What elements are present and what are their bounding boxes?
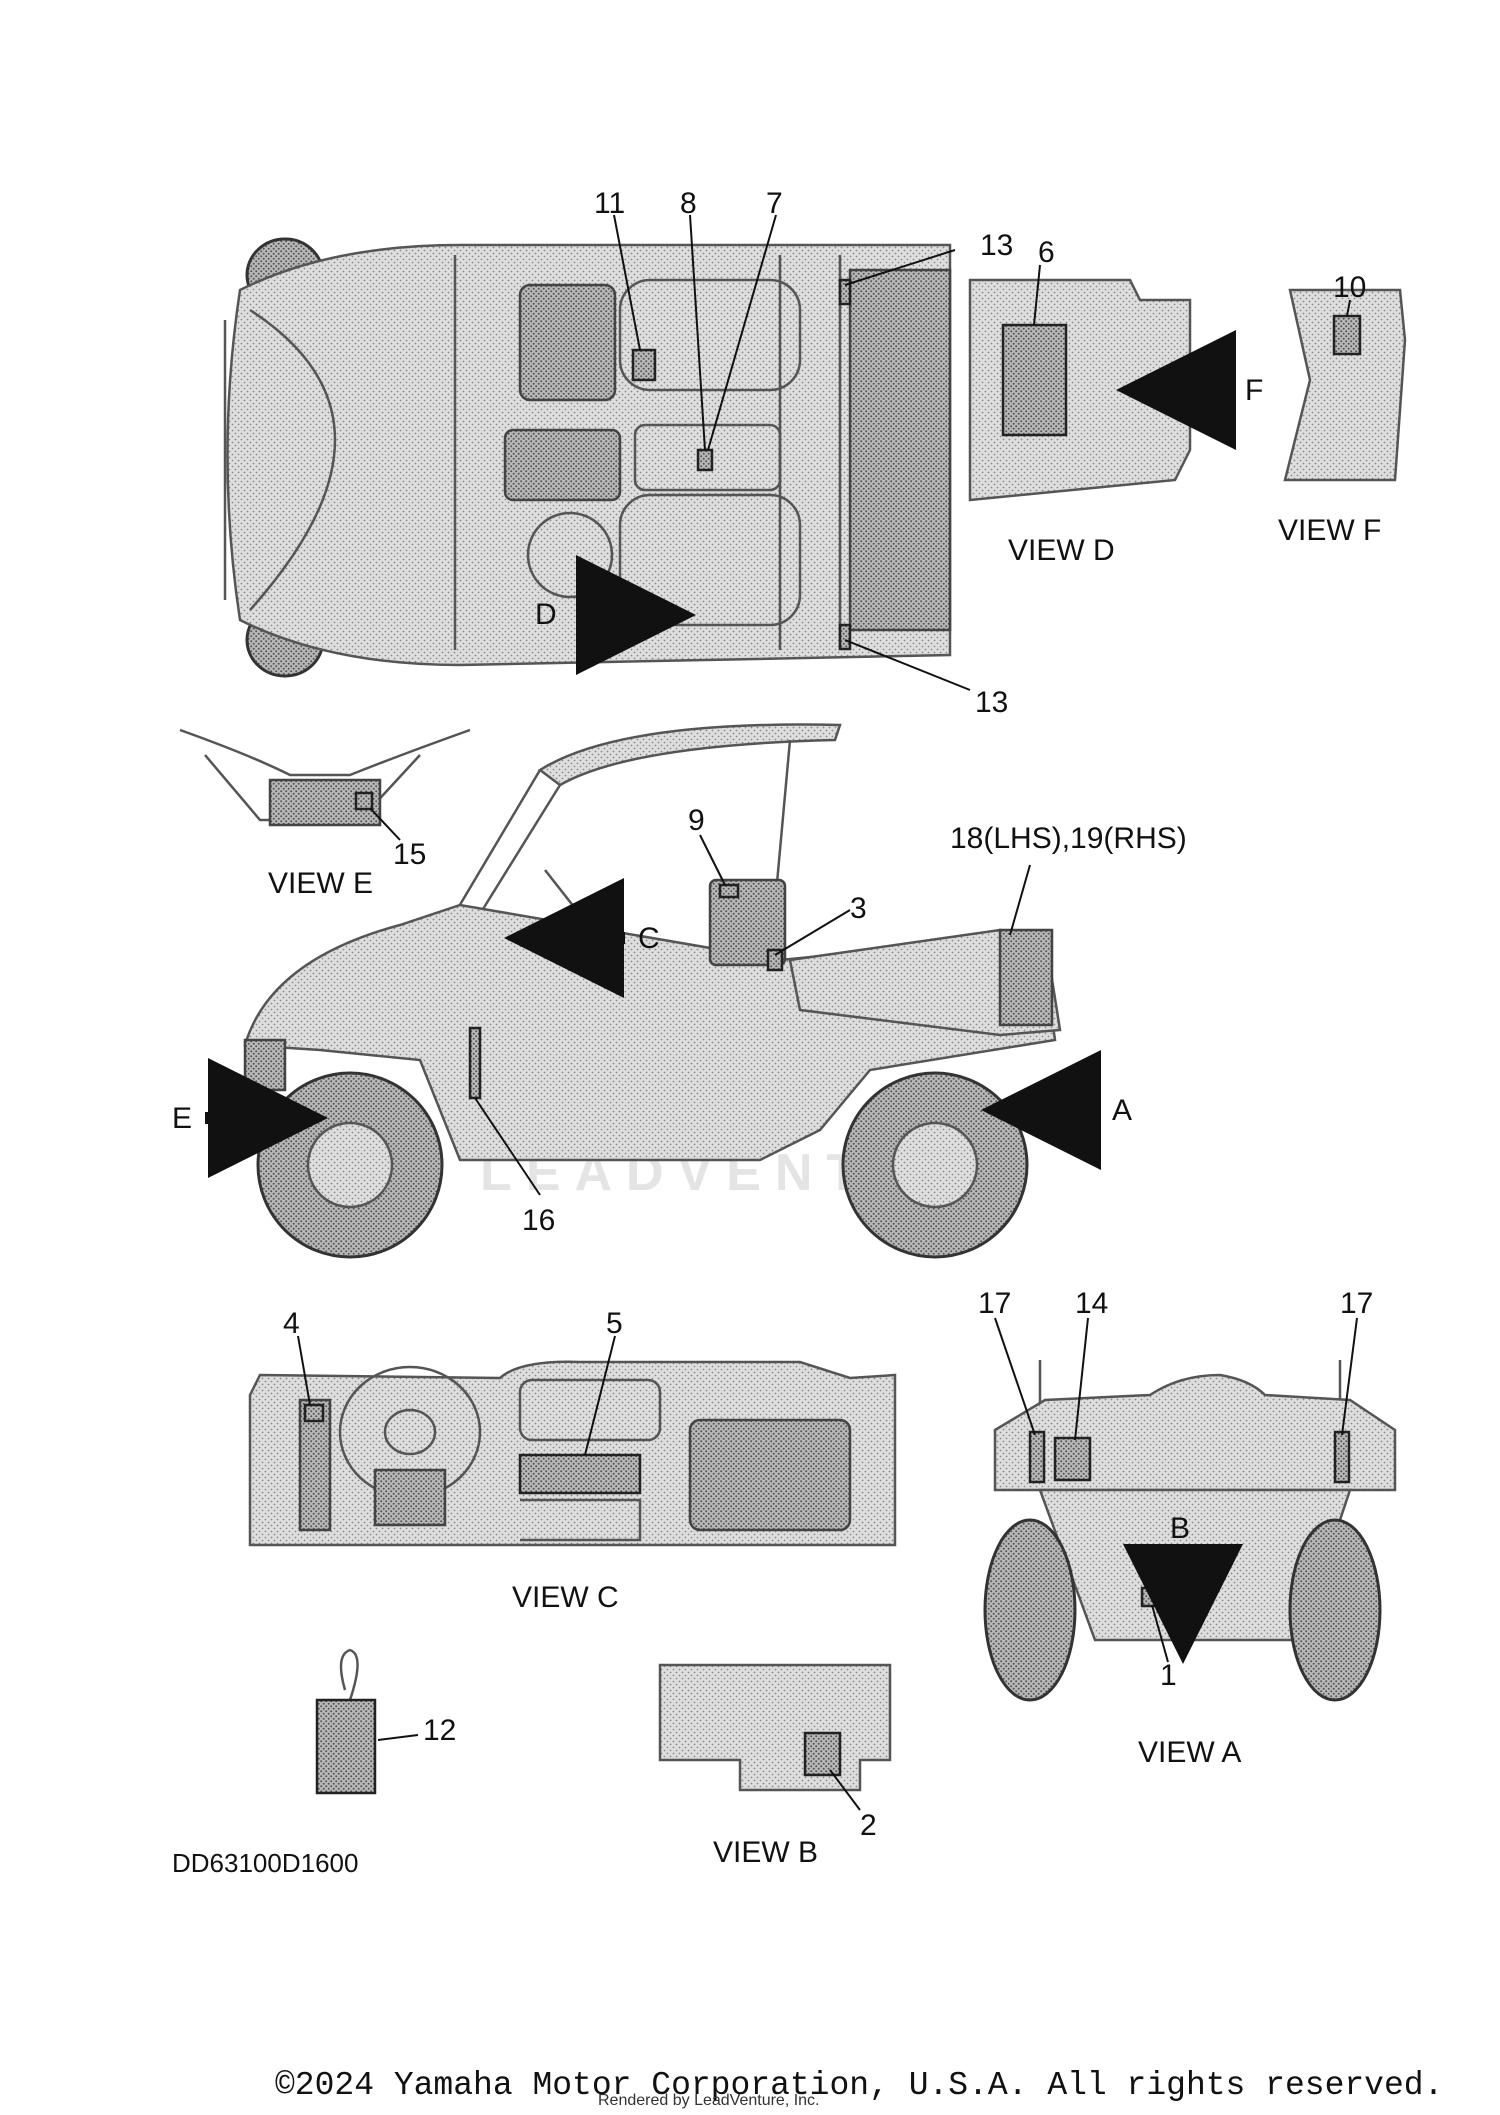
tag-12 [315, 1648, 377, 1795]
top-view-vehicle [223, 237, 952, 678]
arrow-f-label: F [1245, 374, 1263, 407]
callout-13-bottom: 13 [975, 686, 1008, 719]
arrow-b-label: B [1170, 1512, 1190, 1545]
callout-10: 10 [1333, 271, 1366, 304]
rendered-by: Rendered by LeadVenture, Inc. [598, 2092, 820, 2109]
view-a-label: VIEW A [1138, 1736, 1241, 1769]
callout-5: 5 [606, 1307, 623, 1340]
view-e-label: VIEW E [268, 867, 373, 900]
view-b-label: VIEW B [713, 1836, 818, 1869]
arrow-e-label: E [172, 1102, 192, 1135]
arrow-d-label: D [535, 598, 557, 631]
callout-16: 16 [522, 1204, 555, 1237]
copyright: ©2024 Yamaha Motor Corporation, U.S.A. A… [275, 2067, 1443, 2104]
callout-3: 3 [850, 892, 867, 925]
callout-14: 14 [1075, 1287, 1108, 1320]
view-d-label: VIEW D [1008, 534, 1115, 567]
view-d-panel [968, 278, 1192, 502]
callout-12: 12 [423, 1714, 456, 1747]
side-view-vehicle [243, 723, 1062, 1259]
callout-13-top: 13 [980, 229, 1013, 262]
arrow-a-label: A [1112, 1094, 1132, 1127]
arrow-c-label: C [638, 922, 660, 955]
view-b-panel [658, 1663, 892, 1792]
diagram-code: DD63100D1600 [172, 1848, 358, 1878]
callout-6: 6 [1038, 236, 1055, 269]
callout-4: 4 [283, 1307, 300, 1340]
view-c-dashboard [248, 1360, 897, 1547]
view-f-panel [1283, 288, 1407, 482]
callout-8: 8 [680, 187, 697, 220]
view-e-bumper [179, 728, 471, 827]
callout-15: 15 [393, 838, 426, 871]
callout-17-right: 17 [1340, 1287, 1373, 1320]
callout-2: 2 [860, 1809, 877, 1842]
callout-1: 1 [1160, 1659, 1177, 1692]
view-c-label: VIEW C [512, 1581, 619, 1614]
view-f-label: VIEW F [1278, 514, 1381, 547]
callout-17-left: 17 [978, 1287, 1011, 1320]
callout-18-19: 18(LHS),19(RHS) [950, 822, 1187, 855]
callout-11: 11 [594, 187, 625, 220]
callout-7: 7 [766, 187, 783, 220]
callout-9: 9 [688, 804, 705, 837]
